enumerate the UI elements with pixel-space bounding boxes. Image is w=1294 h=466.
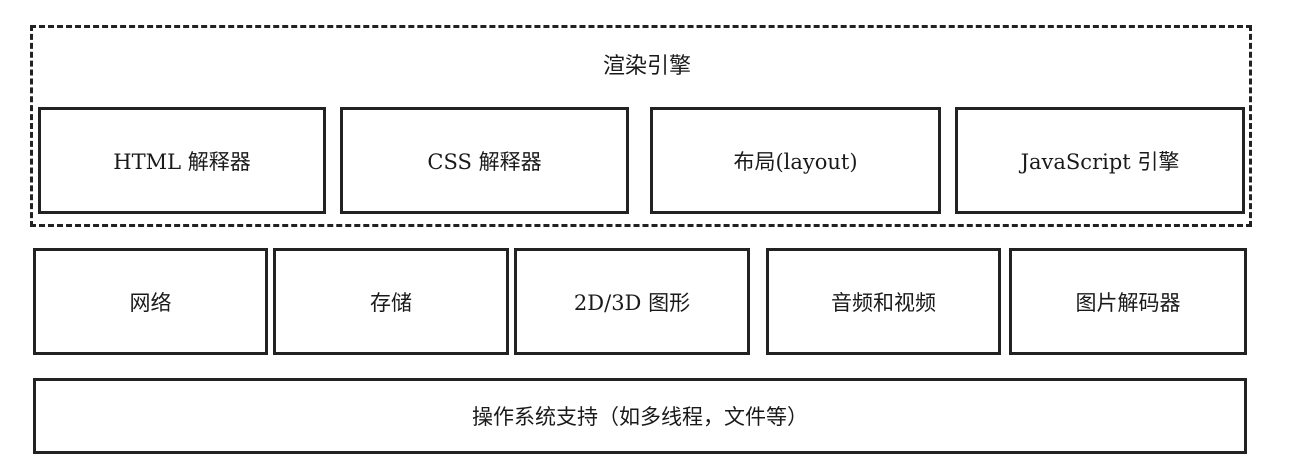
rendering-engine-title: 渲染引擎	[602, 54, 691, 79]
rendering-engine-boundary	[30, 25, 1252, 227]
os-support-box: 操作系统支持（如多线程，文件等）	[33, 378, 1247, 454]
network-box: 网络	[33, 248, 268, 355]
graphics-2d-3d-box: 2D/3D 图形	[514, 248, 750, 355]
layout-box: 布局(layout)	[650, 107, 941, 214]
html-interpreter-box: HTML 解释器	[38, 107, 326, 214]
image-decoder-box: 图片解码器	[1009, 248, 1247, 355]
audio-video-box: 音频和视频	[766, 248, 1001, 355]
css-interpreter-box: CSS 解释器	[340, 107, 629, 214]
storage-box: 存储	[273, 248, 509, 355]
javascript-engine-box: JavaScript 引擎	[955, 107, 1245, 214]
